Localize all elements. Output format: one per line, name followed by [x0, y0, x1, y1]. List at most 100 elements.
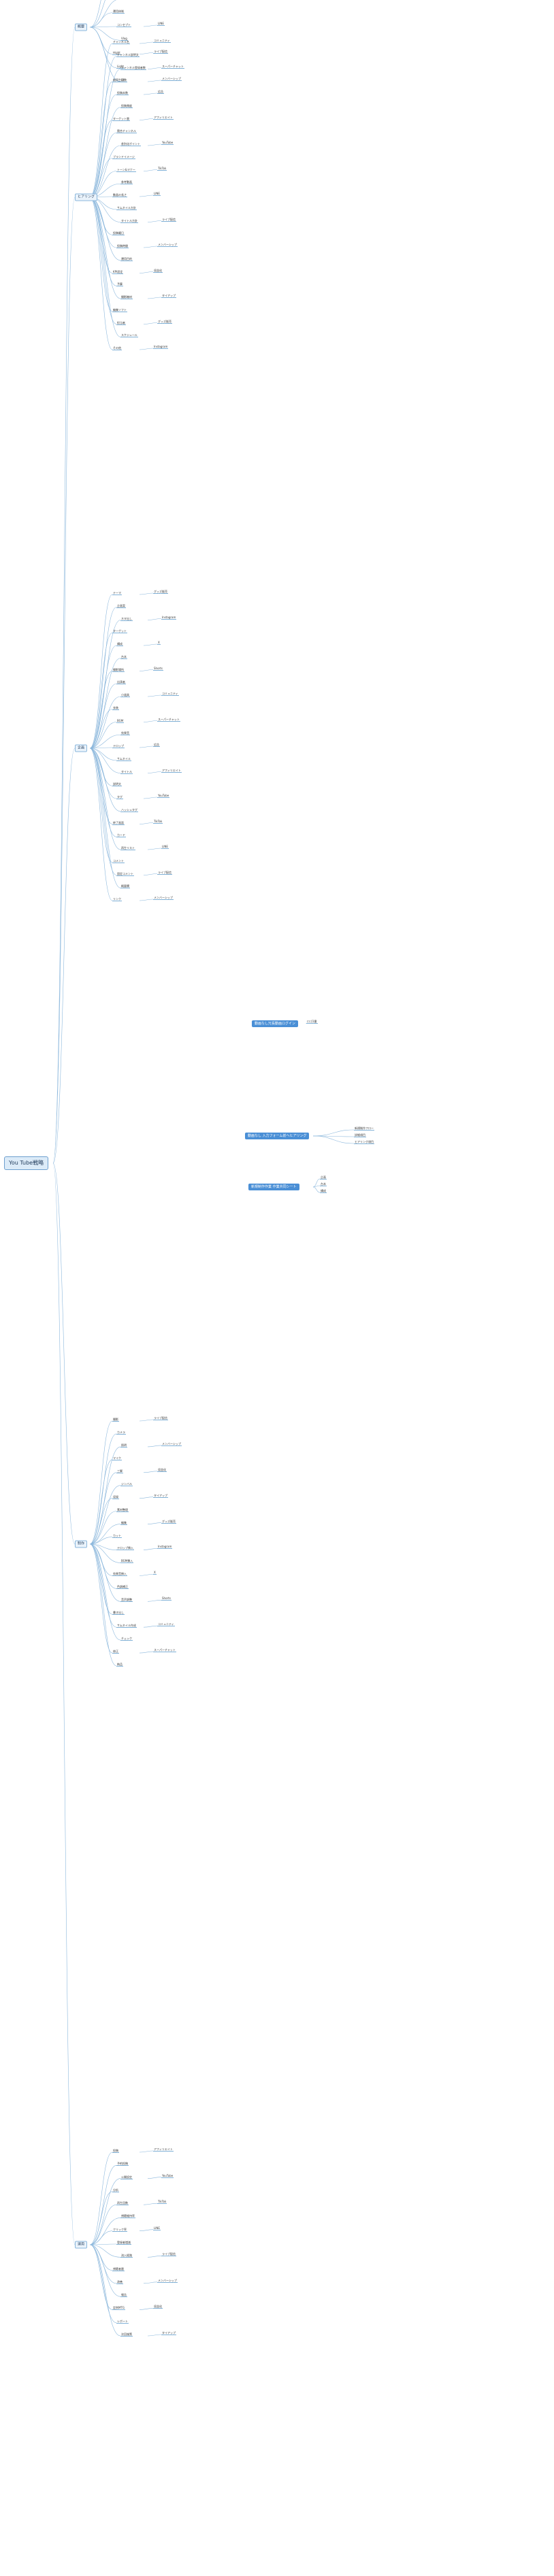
leaf-node[interactable]: YouTube	[157, 794, 170, 798]
leaf-node[interactable]: 収益化	[153, 2305, 163, 2309]
item-node[interactable]: 編集ソフト	[112, 307, 127, 312]
leaf-node[interactable]: コミュニティ	[157, 1622, 175, 1627]
item-node[interactable]: テーマ	[112, 591, 122, 595]
item-node[interactable]: Hight	[112, 50, 121, 55]
item-node[interactable]: 再生リスト	[120, 846, 135, 850]
callout-note[interactable]: ヒアリング項目	[354, 1140, 374, 1144]
item-node[interactable]: 投稿	[112, 2149, 119, 2153]
item-node[interactable]: タグ	[116, 795, 123, 799]
item-node[interactable]: 運用体制	[112, 9, 125, 14]
item-node[interactable]: 小道具	[120, 693, 130, 697]
root-node[interactable]: You Tube戦略	[4, 1156, 49, 1170]
item-node[interactable]: 固定コメント	[116, 871, 134, 876]
leaf-node[interactable]: 収益化	[153, 268, 163, 273]
leaf-node[interactable]: TikTok	[157, 166, 167, 171]
leaf-node[interactable]: ライブ配信	[153, 1416, 168, 1420]
section-node[interactable]: 概要	[75, 23, 88, 31]
item-node[interactable]: クリック率	[112, 2227, 127, 2232]
leaf-node[interactable]: アフィリエイト	[161, 768, 182, 773]
item-node[interactable]: ターゲット	[112, 629, 127, 634]
item-node[interactable]: その他	[112, 346, 122, 350]
item-node[interactable]: 撮影機材	[120, 295, 133, 299]
item-node[interactable]: 視聴維持率	[120, 2214, 135, 2219]
item-node[interactable]: 投稿本数	[116, 91, 129, 95]
item-node[interactable]: ハッシュタグ	[120, 807, 138, 812]
leaf-node[interactable]: アフィリエイト	[153, 2147, 174, 2152]
item-node[interactable]: 効果音挿入	[112, 1572, 127, 1577]
item-node[interactable]: 出演者	[116, 680, 126, 685]
item-node[interactable]: 運用目的	[120, 256, 133, 261]
callout-node[interactable]: 新規制作作業 作業共同シート	[248, 1184, 299, 1190]
item-node[interactable]: 収録	[112, 1494, 119, 1499]
item-node[interactable]: 投稿曜日	[112, 231, 125, 236]
leaf-node[interactable]: 広告	[153, 743, 160, 747]
item-node[interactable]: 照明	[120, 1443, 127, 1448]
item-node[interactable]: 総再生回数	[112, 78, 127, 83]
item-node[interactable]: ジンバル	[120, 1482, 133, 1486]
item-node[interactable]: 動画の長さ	[112, 193, 127, 197]
leaf-node[interactable]: コミュニティ	[161, 692, 179, 696]
item-node[interactable]: 改善	[116, 2279, 123, 2284]
item-node[interactable]: チャンネル説明文	[116, 52, 140, 57]
leaf-node[interactable]: タイアップ	[161, 2331, 176, 2335]
item-node[interactable]: 視聴者層	[112, 2266, 125, 2271]
callout-note[interactable]: 構成	[320, 1189, 327, 1193]
item-node[interactable]: 定例MTG	[112, 2306, 125, 2311]
item-node[interactable]: Vlog	[120, 37, 128, 41]
item-node[interactable]: タイトル	[120, 769, 133, 774]
leaf-node[interactable]: メンバーシップ	[157, 243, 178, 247]
item-node[interactable]: 再生回数	[116, 2201, 129, 2206]
item-node[interactable]: サムネイル作成	[116, 1624, 137, 1628]
leaf-node[interactable]: グッズ販売	[153, 590, 168, 594]
leaf-node[interactable]: タイアップ	[161, 294, 176, 298]
leaf-node[interactable]: X	[157, 641, 161, 645]
leaf-node[interactable]: アフィリエイト	[153, 115, 174, 120]
leaf-node[interactable]: Instagram	[157, 1545, 173, 1550]
item-node[interactable]: KPI設定	[112, 269, 124, 274]
item-node[interactable]: カード	[116, 833, 126, 838]
item-node[interactable]: 差別化ポイント	[120, 142, 141, 146]
leaf-node[interactable]: TikTok	[153, 819, 163, 824]
item-node[interactable]: 台本	[120, 654, 127, 659]
callout-note[interactable]: 企画	[320, 1175, 327, 1180]
item-node[interactable]: 構成	[116, 642, 123, 646]
item-node[interactable]: トーン&マナー	[116, 167, 136, 172]
item-node[interactable]: 素材整理	[116, 1507, 129, 1512]
item-node[interactable]: 競合チャンネル	[116, 129, 137, 134]
item-node[interactable]: 音声調整	[120, 1598, 133, 1603]
item-node[interactable]: レポート	[116, 2319, 129, 2324]
item-node[interactable]: サムネイル	[116, 756, 131, 761]
item-node[interactable]: スケジュール	[120, 333, 138, 338]
item-node[interactable]: 概要欄	[120, 884, 130, 889]
item-node[interactable]: サムネイル方針	[116, 205, 137, 210]
section-node[interactable]: 運用	[75, 2241, 88, 2249]
leaf-node[interactable]: LINE	[153, 192, 161, 196]
item-node[interactable]: チャンネル名	[112, 40, 130, 44]
leaf-node[interactable]: YouTube	[161, 141, 174, 145]
leaf-node[interactable]: スーパーチャット	[157, 717, 180, 722]
item-node[interactable]: ターゲット層	[112, 116, 130, 121]
callout-note[interactable]: 新規制作フロー	[354, 1126, 374, 1131]
item-node[interactable]: 参考動画	[120, 180, 133, 185]
leaf-node[interactable]: スーパーチャット	[153, 1648, 176, 1653]
item-node[interactable]: 次回施策	[120, 2332, 133, 2337]
item-node[interactable]: 撮影場所	[112, 667, 125, 672]
leaf-node[interactable]: LINE	[157, 22, 165, 26]
leaf-node[interactable]: タイアップ	[153, 1493, 168, 1498]
leaf-node[interactable]: X	[153, 1571, 157, 1575]
item-node[interactable]: 効果音	[120, 731, 130, 736]
item-node[interactable]: 衣装	[112, 705, 119, 710]
item-node[interactable]: 予約投稿	[116, 2162, 129, 2167]
item-node[interactable]: マイク	[112, 1456, 122, 1460]
leaf-node[interactable]: メンバーシップ	[161, 1441, 182, 1446]
leaf-node[interactable]: スーパーチャット	[161, 64, 184, 69]
leaf-node[interactable]: TikTok	[157, 2200, 167, 2205]
leaf-node[interactable]: 広告	[157, 90, 164, 94]
item-node[interactable]: Light	[116, 64, 125, 69]
item-node[interactable]: ネタ出し	[120, 616, 133, 621]
leaf-node[interactable]: Instagram	[153, 345, 169, 349]
item-node[interactable]: リンク	[112, 897, 122, 901]
item-node[interactable]: 投稿時間	[116, 244, 129, 248]
callout-note[interactable]: 詳細項目	[354, 1133, 366, 1137]
leaf-node[interactable]: YouTube	[161, 2173, 174, 2178]
